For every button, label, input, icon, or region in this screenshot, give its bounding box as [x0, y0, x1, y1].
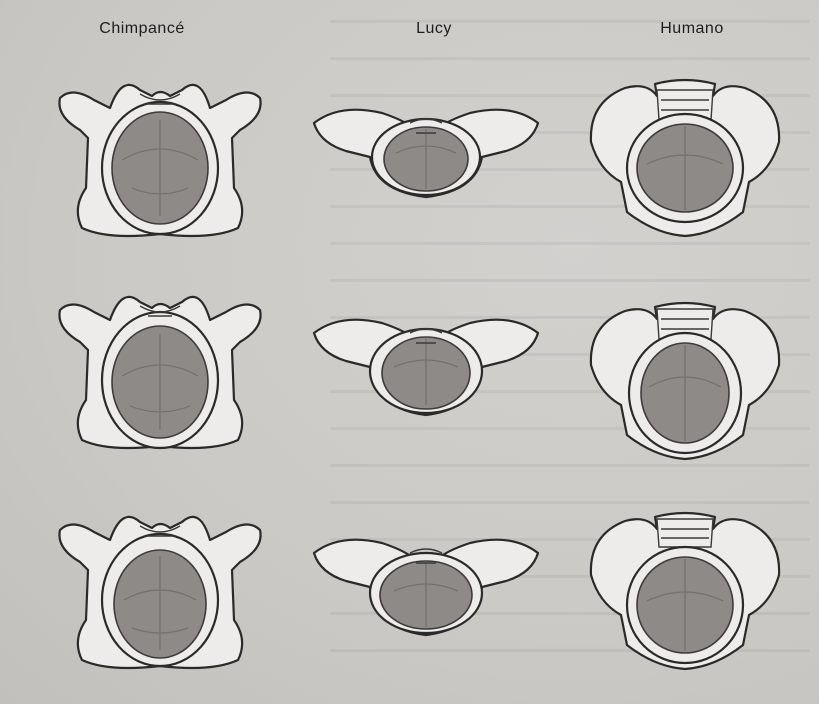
- lucy-pelvis-row1: [310, 95, 542, 205]
- human-pelvis-row1: [585, 72, 785, 242]
- column-label-lucy: Lucy: [354, 20, 514, 38]
- chimpanzee-pelvis-row3: [52, 500, 267, 675]
- human-pelvis-row3: [585, 505, 785, 675]
- chimpanzee-pelvis-row1: [52, 68, 267, 243]
- human-pelvis-row2: [585, 295, 785, 465]
- column-label-humano: Humano: [612, 20, 772, 38]
- lucy-pelvis-row3: [310, 525, 542, 641]
- lucy-pelvis-row2: [310, 305, 542, 421]
- column-label-chimpance: Chimpancé: [62, 20, 222, 38]
- chimpanzee-pelvis-row2: [52, 280, 267, 455]
